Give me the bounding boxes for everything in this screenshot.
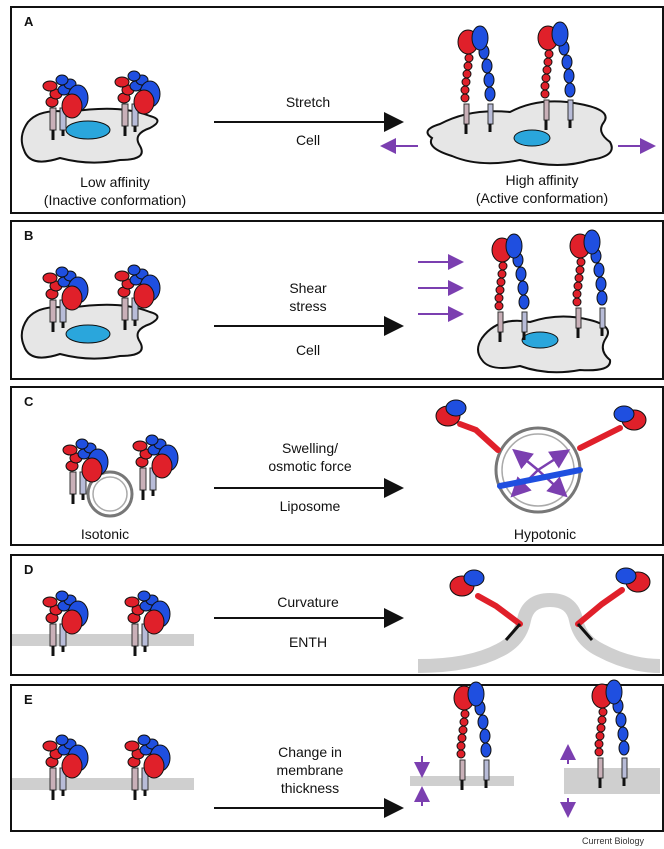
panel-e-graphics xyxy=(12,680,660,814)
panel-b-graphics xyxy=(22,230,610,372)
panel-d-graphics xyxy=(12,568,660,666)
panel-c-graphics xyxy=(63,400,646,516)
panel-a-graphics xyxy=(22,22,652,165)
